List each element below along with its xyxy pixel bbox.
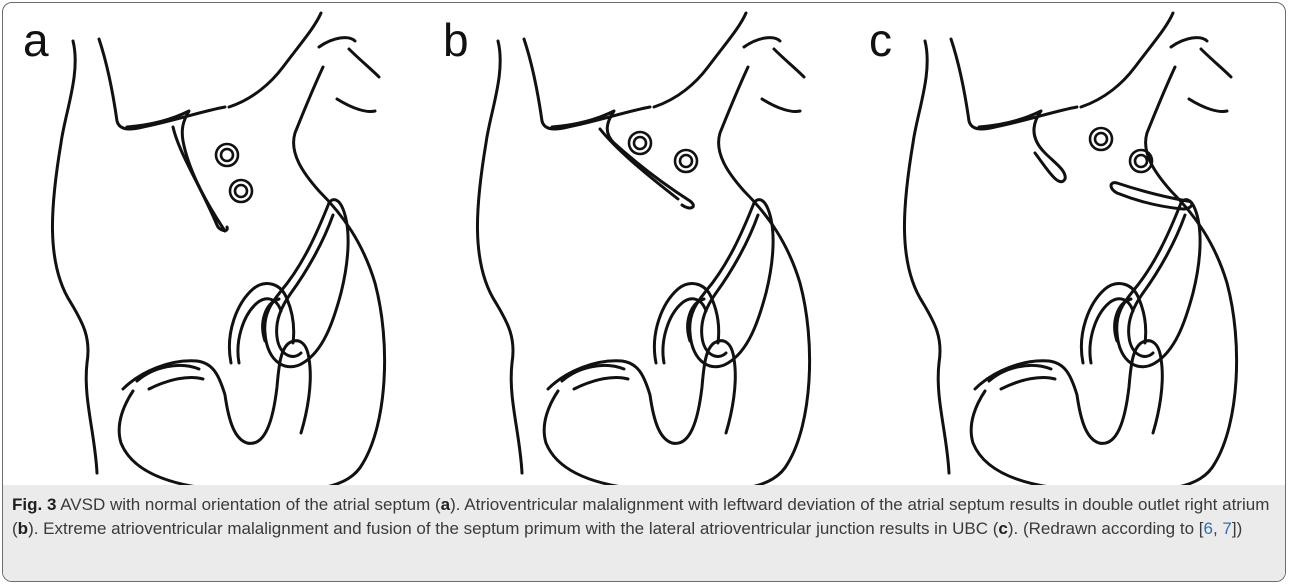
figure-caption: Fig. 3 AVSD with normal orientation of t… (12, 493, 1274, 541)
citation-link-6[interactable]: 6 (1203, 519, 1212, 538)
caption-ref-c: c (998, 519, 1007, 538)
figure-number: Fig. 3 (12, 495, 56, 514)
heart-diagram-panels: a (3, 3, 1287, 493)
citation-link-7[interactable]: 7 (1222, 519, 1231, 538)
caption-text-1: AVSD with normal orientation of the atri… (56, 495, 440, 514)
heart-diagram-b (428, 3, 848, 493)
citation-separator: , (1213, 519, 1222, 538)
caption-text-3: ). Extreme atrioventricular malalignment… (28, 519, 998, 538)
heart-diagram-a (3, 3, 423, 493)
caption-text-5: ]) (1232, 519, 1242, 538)
heart-diagram-c (855, 3, 1275, 493)
caption-ref-a: a (441, 495, 450, 514)
caption-text-4: ). (Redrawn according to [ (1008, 519, 1204, 538)
caption-ref-b: b (18, 519, 28, 538)
